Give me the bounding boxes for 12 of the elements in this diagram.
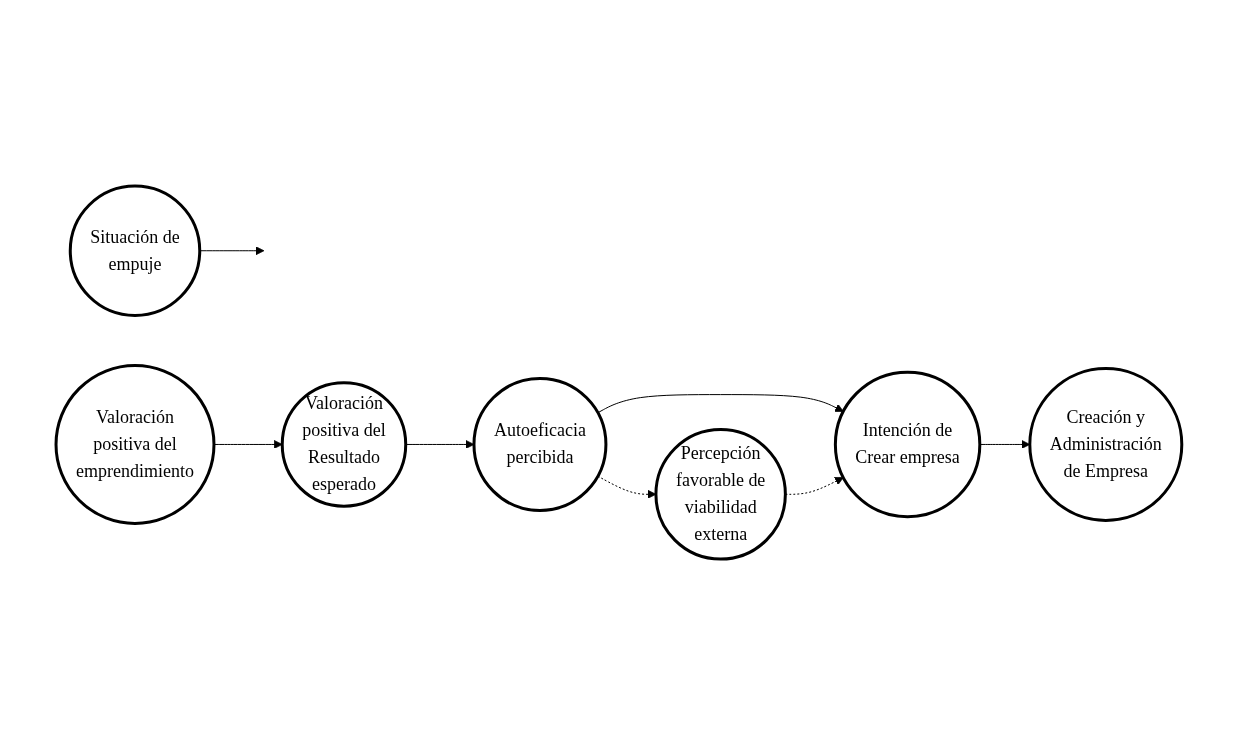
arrow [405, 440, 475, 449]
arrow [199, 246, 265, 256]
arrow [597, 394, 844, 414]
node-circle: Valoración positiva del Resultado esperado [280, 381, 408, 508]
node-circle: Intención de Crear empresa [833, 370, 982, 519]
node-circle: Percepción favorable de viabilidad externa [654, 428, 787, 561]
node-circle: Autoeficacia percibida [472, 376, 608, 512]
arrow [597, 475, 657, 499]
node-circle: Valoración positiva del emprendimiento [54, 363, 216, 525]
node-circle: Situación de empuje [68, 184, 202, 317]
arrow [979, 440, 1031, 449]
node-circle: Creación y Administración de Empresa [1028, 366, 1184, 522]
